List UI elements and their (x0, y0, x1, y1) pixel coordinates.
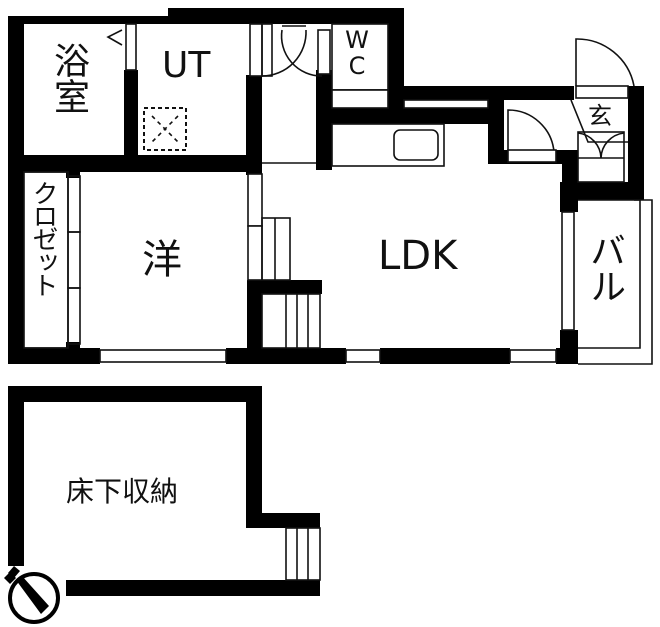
wall (330, 108, 504, 124)
wall (66, 170, 80, 178)
room-label-balcony: バル (584, 232, 625, 304)
wall (388, 8, 404, 108)
wall (124, 70, 138, 165)
wall (8, 160, 260, 172)
wall (226, 348, 346, 364)
wall (66, 342, 80, 352)
wall (8, 386, 24, 566)
wall (488, 150, 568, 164)
wall (380, 348, 510, 364)
wall (556, 348, 578, 364)
room-label-western-room: 洋 (142, 237, 182, 283)
wall (246, 513, 320, 528)
wall (246, 75, 262, 175)
wall (8, 348, 100, 364)
wall (8, 386, 262, 402)
wall (247, 280, 262, 360)
room-label-toilet: WC (343, 26, 371, 78)
wall (8, 16, 24, 364)
wall (247, 280, 322, 294)
wall (562, 182, 644, 200)
wall (560, 182, 578, 212)
room-label-utility: UT (162, 45, 211, 86)
room-label-underfloor-storage: 床下収納 (66, 475, 179, 508)
wall (66, 580, 320, 596)
north-arrow-icon (4, 566, 60, 624)
door-arrow-icon (106, 29, 123, 46)
wall (316, 70, 332, 170)
wall (388, 86, 574, 100)
room-label-entrance: 玄 (588, 102, 612, 130)
wall (168, 8, 404, 24)
room-label-closet: クロゼット (28, 180, 58, 295)
room-label-bathroom: 浴室 (48, 42, 89, 114)
wall (8, 16, 170, 24)
wall (246, 386, 262, 528)
room-label-ldk: LDK (378, 233, 458, 279)
wall (628, 86, 644, 200)
